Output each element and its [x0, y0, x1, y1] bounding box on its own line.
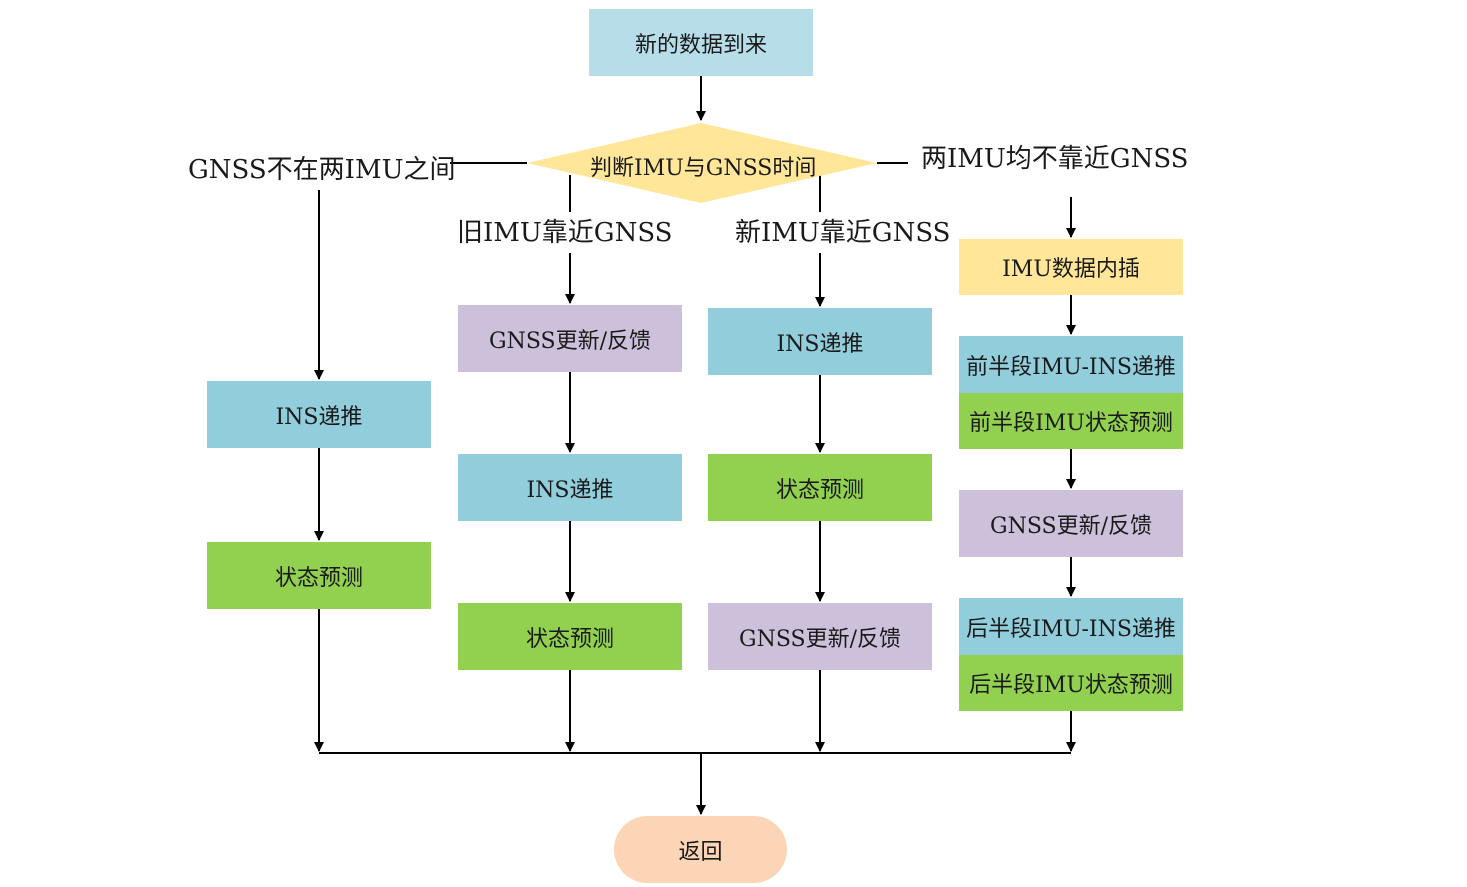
new-gnss-node: GNSS更新/反馈 — [708, 603, 932, 670]
left-predict-node: 状态预测 — [207, 542, 431, 609]
old-predict-node: 状态预测 — [458, 603, 682, 670]
old-ins-node: INS递推 — [458, 454, 682, 521]
right-gnss-node: GNSS更新/反馈 — [959, 490, 1183, 557]
start-node: 新的数据到来 — [589, 9, 813, 76]
decision-diamond — [527, 123, 877, 203]
first-half-ins-node: 前半段IMU-INS递推 — [959, 336, 1183, 393]
old-gnss-node: GNSS更新/反馈 — [458, 305, 682, 372]
new-predict-node: 状态预测 — [708, 454, 932, 521]
branch-label-right: 两IMU均不靠近GNSS — [921, 144, 1189, 174]
branch-label-old: 旧IMU靠近GNSS — [457, 218, 673, 248]
second-half-predict-node: 后半段IMU状态预测 — [959, 655, 1183, 711]
new-ins-node: INS递推 — [708, 308, 932, 375]
branch-label-new: 新IMU靠近GNSS — [735, 218, 951, 248]
branch-label-left: GNSS不在两IMU之间 — [188, 155, 456, 185]
end-node: 返回 — [614, 816, 787, 883]
interp-node: IMU数据内插 — [959, 239, 1183, 295]
decision-label: 判断IMU与GNSS时间 — [590, 156, 817, 181]
first-half-predict-node: 前半段IMU状态预测 — [959, 393, 1183, 449]
left-ins-node: INS递推 — [207, 381, 431, 448]
second-half-ins-node: 后半段IMU-INS递推 — [959, 598, 1183, 655]
